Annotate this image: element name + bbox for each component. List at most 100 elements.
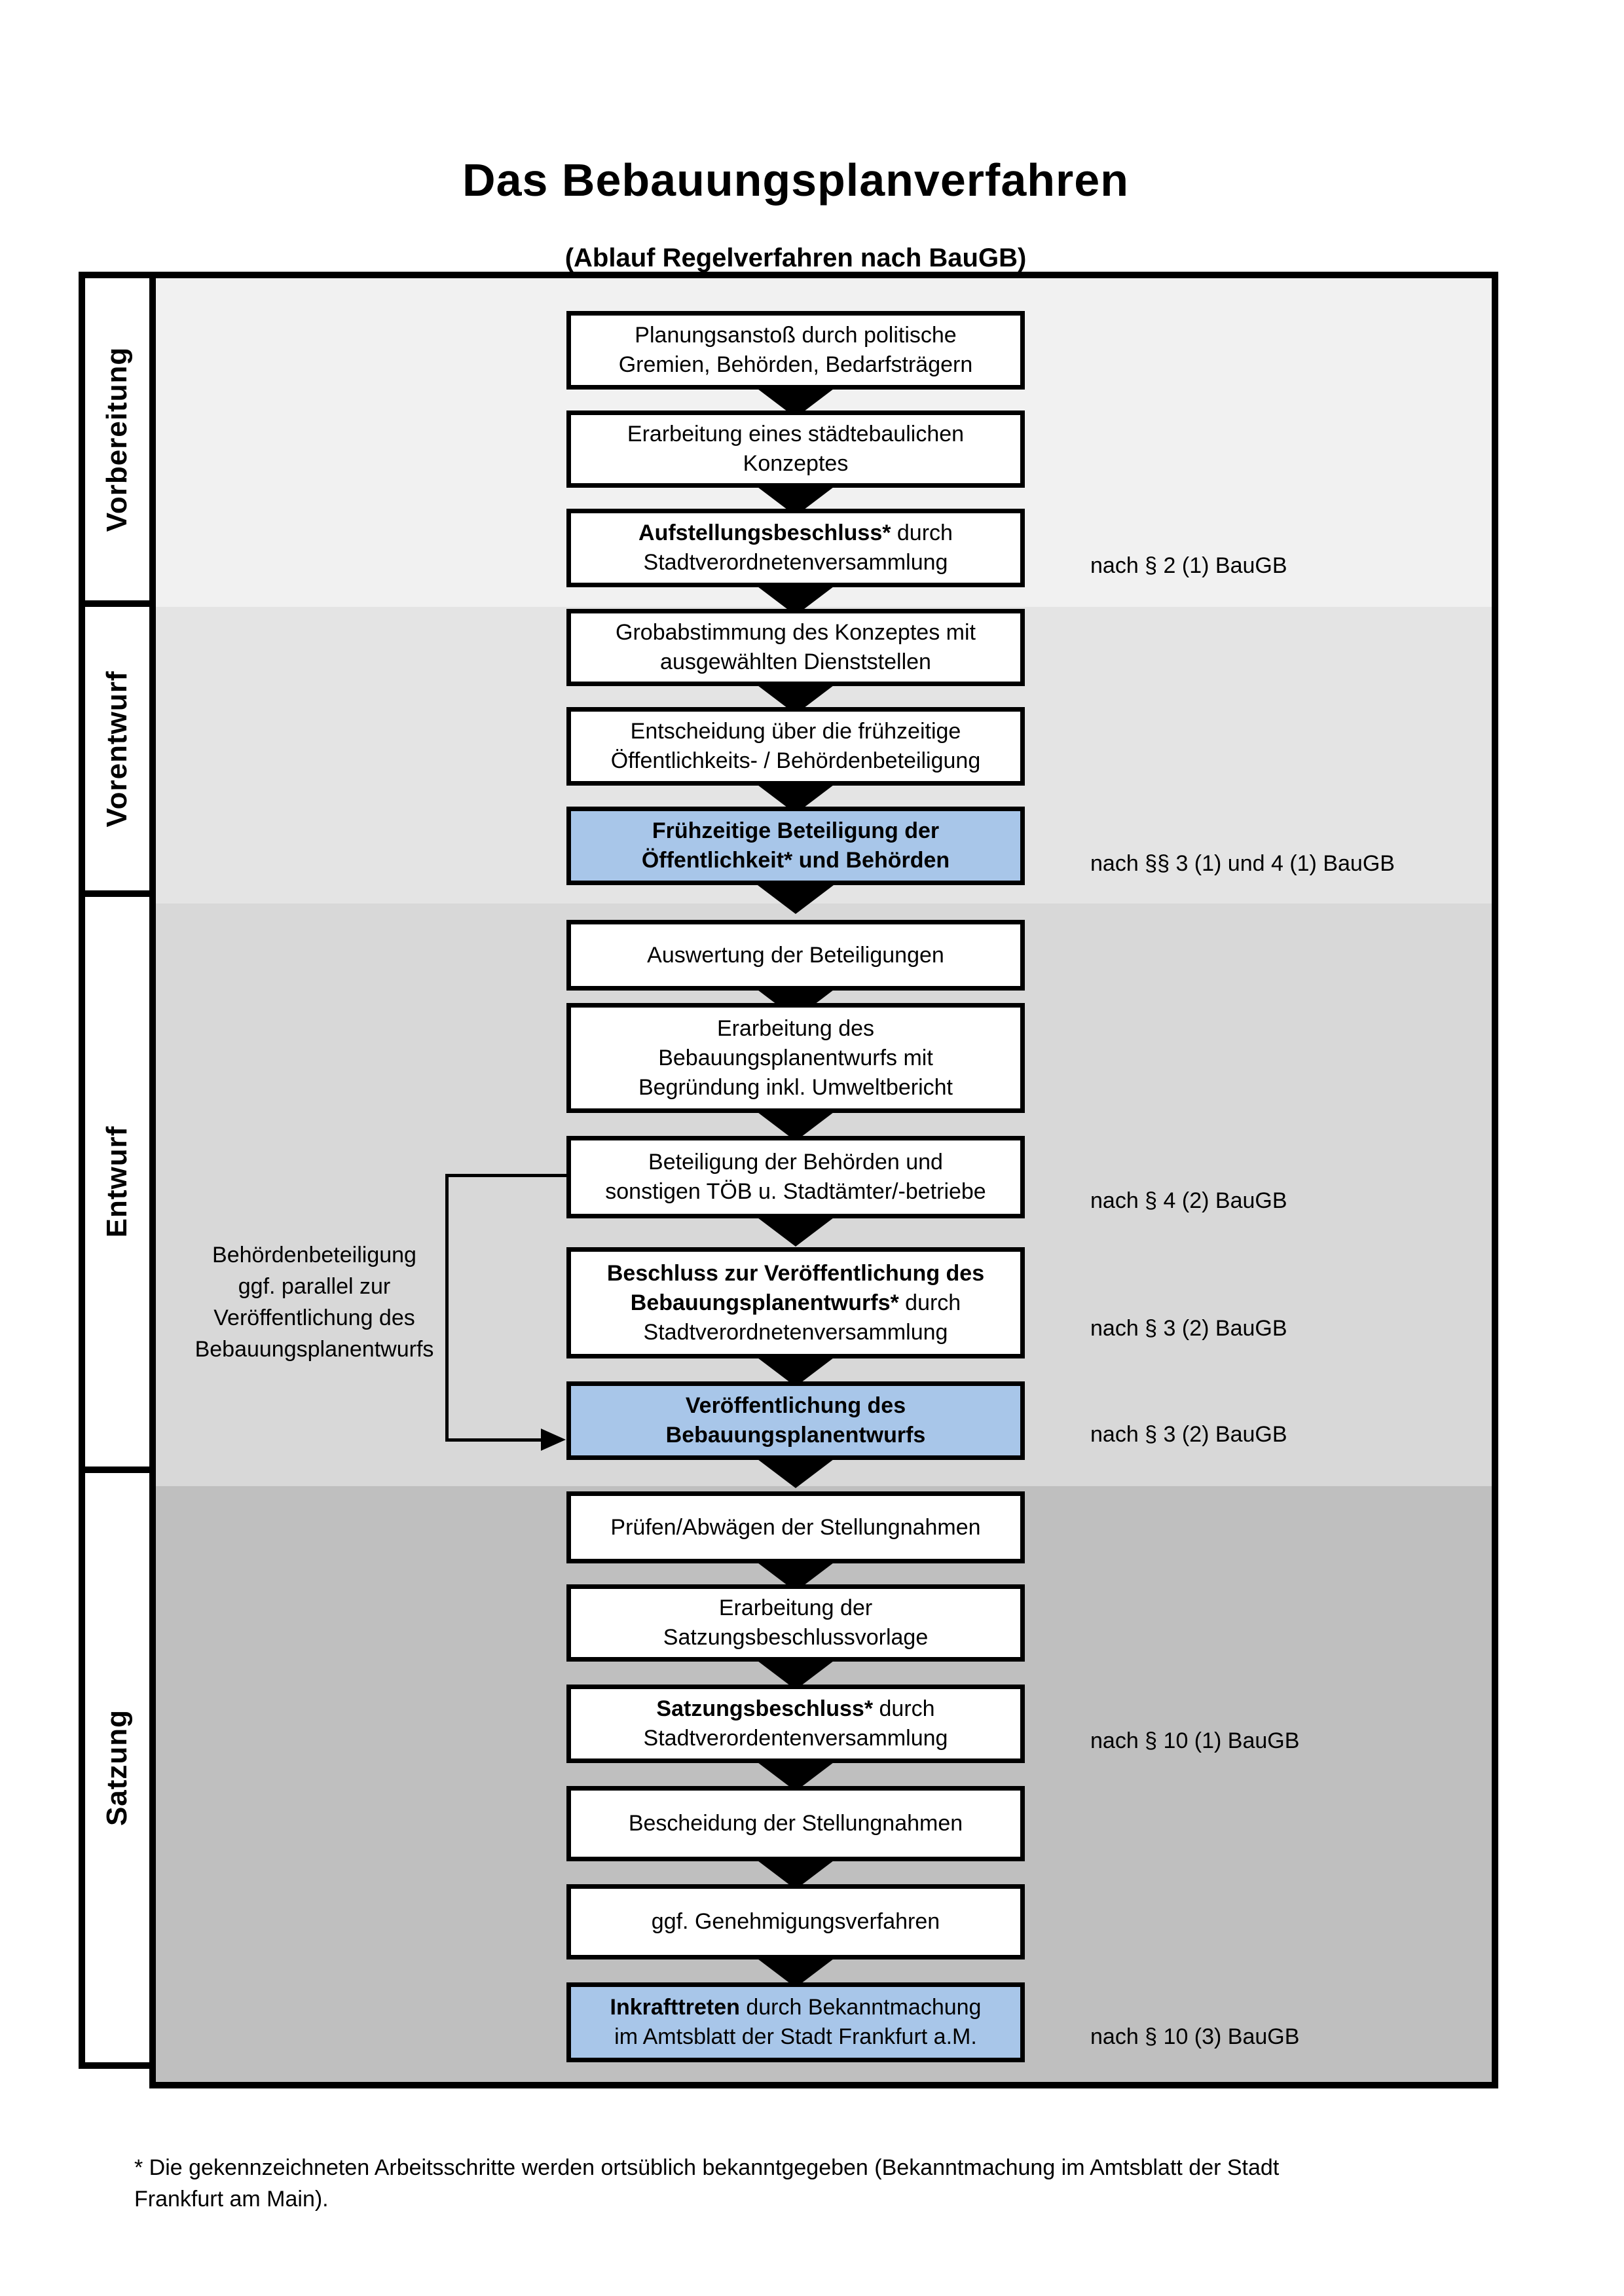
box-text-line: Beteiligung der Behörden und <box>648 1148 943 1177</box>
box-text-line: Stadtverordentenversammlung <box>644 1724 948 1753</box>
box-text-line: Begründung inkl. Umweltbericht <box>638 1073 953 1102</box>
parallel-note-line: Behördenbeteiligung <box>212 1243 416 1267</box>
flow-box-planungsanstoss: Planungsanstoß durch politische Gremien,… <box>566 311 1025 390</box>
box-text-bold: Satzungsbeschluss* <box>656 1696 874 1721</box>
box-text-line: Entscheidung über die frühzeitige <box>631 717 961 746</box>
flow-arrow-down-icon <box>755 1457 836 1488</box>
box-text-bold: Öffentlichkeit* und Behörden <box>641 848 950 873</box>
box-text-line: Konzeptes <box>743 449 849 479</box>
box-text-line: Öffentlichkeit* und Behörden <box>642 846 950 875</box>
box-text-line: Satzungsbeschlussvorlage <box>663 1623 928 1652</box>
flow-box-erarbeitung-bebauungsplanentwurf: Erarbeitung des Bebauungsplanentwurfs mi… <box>566 1003 1025 1113</box>
box-text: Bebauungsplanentwurfs mit <box>658 1045 933 1070</box>
diagram-frame: Vorbereitung Vorentwurf Entwurf Satzung <box>79 272 1498 2088</box>
phase-cell-satzung: Satzung <box>79 1467 156 2069</box>
box-text: durch <box>873 1696 935 1721</box>
parallel-note-line: Veröffentlichung des <box>213 1305 415 1330</box>
box-text: Stadtverordentenversammlung <box>643 1726 948 1751</box>
footnote-line: Frankfurt am Main). <box>134 2187 329 2212</box>
box-text: Entscheidung über die frühzeitige <box>630 719 961 744</box>
connector-arrow-right-icon <box>541 1429 566 1451</box>
phase-cell-vorbereitung: Vorbereitung <box>79 272 156 607</box>
box-text: Auswertung der Beteiligungen <box>647 942 944 968</box>
box-text: Stadtverordnetenversammlung <box>643 1319 948 1345</box>
flow-box-inkrafttreten-highlight: Inkrafttreten durch Bekanntmachung im Am… <box>566 1982 1025 2062</box>
flow-box-veroeffentlichung-highlight: Veröffentlichung des Bebauungsplanentwur… <box>566 1381 1025 1460</box>
legal-ref-annotation: nach § 10 (1) BauGB <box>1090 1728 1300 1753</box>
footnote: * Die gekennzeichneten Arbeitsschritte w… <box>134 2152 1536 2215</box>
flow-arrow-down-icon <box>755 883 836 914</box>
box-text-line: Auswertung der Beteiligungen <box>647 941 944 970</box>
phase-label-vorbereitung: Vorbereitung <box>101 346 133 532</box>
box-text: Erarbeitung der <box>718 1595 873 1620</box>
flow-box-beteiligung-behoerden-toeb: Beteiligung der Behörden und sonstigen T… <box>566 1136 1025 1218</box>
box-text-line: Inkrafttreten durch Bekanntmachung <box>610 1993 982 2022</box>
box-text-line: Grobabstimmung des Konzeptes mit <box>616 618 976 647</box>
box-text-line: ggf. Genehmigungsverfahren <box>652 1907 940 1937</box>
flow-box-satzungsbeschluss: Satzungsbeschluss* durch Stadtverordente… <box>566 1685 1025 1763</box>
connector-line-bottom <box>445 1438 544 1442</box>
flow-box-satzungsbeschlussvorlage: Erarbeitung der Satzungsbeschlussvorlage <box>566 1584 1025 1662</box>
flow-box-bescheidung-stellungnahmen: Bescheidung der Stellungnahmen <box>566 1786 1025 1861</box>
box-text: durch <box>891 520 953 545</box>
box-text: Stadtverordnetenversammlung <box>643 550 948 575</box>
box-text: Planungsanstoß durch politische <box>635 323 957 348</box>
flow-box-fruehzeitige-beteiligung-highlight: Frühzeitige Beteiligung der Öffentlichke… <box>566 807 1025 885</box>
legal-ref-annotation: nach §§ 3 (1) und 4 (1) BauGB <box>1090 851 1395 876</box>
phase-label-vorentwurf: Vorentwurf <box>101 670 133 827</box>
box-text-line: Bebauungsplanentwurfs* durch <box>631 1288 961 1318</box>
phase-label-satzung: Satzung <box>101 1709 133 1827</box>
flow-box-grobabstimmung: Grobabstimmung des Konzeptes mit ausgewä… <box>566 609 1025 686</box>
box-text: im Amtsblatt der Stadt Frankfurt a.M. <box>614 2024 977 2049</box>
legal-ref-annotation: nach § 3 (2) BauGB <box>1090 1316 1287 1341</box>
phase-cell-entwurf: Entwurf <box>79 890 156 1473</box>
box-text: Satzungsbeschlussvorlage <box>663 1625 929 1650</box>
box-text-line: ausgewählten Dienststellen <box>660 647 931 677</box>
flow-box-beschluss-veroeffentlichung: Beschluss zur Veröffentlichung des Bebau… <box>566 1247 1025 1358</box>
box-text-line: Erarbeitung des <box>717 1014 874 1044</box>
legal-ref-annotation: nach § 10 (3) BauGB <box>1090 2024 1300 2049</box>
phase-label-column: Vorbereitung Vorentwurf Entwurf Satzung <box>79 272 156 2088</box>
box-text-bold: Frühzeitige Beteiligung der <box>652 818 940 843</box>
box-text-line: im Amtsblatt der Stadt Frankfurt a.M. <box>614 2022 977 2052</box>
box-text: durch Bekanntmachung <box>739 1995 982 2020</box>
page-title: Das Bebauungsplanverfahren <box>462 155 1129 206</box>
box-text-line: Veröffentlichung des <box>686 1391 906 1421</box>
box-text-bold: Veröffentlichung des <box>685 1393 906 1418</box>
box-text-line: Stadtverordnetenversammlung <box>644 548 948 577</box>
box-text-bold: Aufstellungsbeschluss* <box>638 520 891 545</box>
parallel-note-line: Bebauungsplanentwurfs <box>194 1337 434 1362</box>
parallel-note-line: ggf. parallel zur <box>238 1274 391 1299</box>
flow-box-pruefen-abwaegen-stellungnahmen: Prüfen/Abwägen der Stellungnahmen <box>566 1491 1025 1563</box>
flow-arrow-down-icon <box>755 1216 836 1247</box>
box-text-line: Erarbeitung eines städtebaulichen <box>627 420 964 449</box>
box-text-line: Öffentlichkeits- / Behördenbeteiligung <box>611 746 981 776</box>
box-text-line: Erarbeitung der <box>719 1594 872 1623</box>
box-text-line: Satzungsbeschluss* durch <box>656 1694 934 1724</box>
box-text: Prüfen/Abwägen der Stellungnahmen <box>610 1514 981 1540</box>
flow-box-staedtebauliches-konzept: Erarbeitung eines städtebaulichen Konzep… <box>566 410 1025 488</box>
box-text: Begründung inkl. Umweltbericht <box>638 1074 953 1100</box>
box-text: Erarbeitung des <box>716 1015 875 1041</box>
box-text-line: Prüfen/Abwägen der Stellungnahmen <box>610 1513 980 1542</box>
flow-box-entscheidung-fruehzeitige-beteiligung: Entscheidung über die frühzeitige Öffent… <box>566 707 1025 786</box>
box-text: Öffentlichkeits- / Behördenbeteiligung <box>610 748 981 773</box>
box-text-bold: Beschluss zur Veröffentlichung des <box>606 1260 985 1286</box>
box-text: ausgewählten Dienststellen <box>660 649 931 674</box>
connector-line-top <box>445 1174 568 1177</box>
box-text-line: Bescheidung der Stellungnahmen <box>629 1809 963 1838</box>
box-text-bold: Bebauungsplanentwurfs <box>665 1423 926 1448</box>
box-text: Bescheidung der Stellungnahmen <box>628 1811 963 1836</box>
flow-box-genehmigungsverfahren: ggf. Genehmigungsverfahren <box>566 1884 1025 1959</box>
phase-cell-vorentwurf: Vorentwurf <box>79 600 156 897</box>
box-text-line: Planungsanstoß durch politische <box>635 321 956 350</box>
legal-ref-annotation: nach § 4 (2) BauGB <box>1090 1188 1287 1213</box>
box-text-line: Aufstellungsbeschluss* durch <box>638 519 953 548</box>
legal-ref-annotation: nach § 2 (1) BauGB <box>1090 553 1287 578</box>
box-text-bold: Bebauungsplanentwurfs* <box>630 1290 899 1315</box>
box-text-line: Gremien, Behörden, Bedarfsträgern <box>619 350 973 380</box>
parallel-note: Behördenbeteiligung ggf. parallel zur Ve… <box>190 1239 439 1365</box>
box-text: Konzeptes <box>743 451 849 476</box>
page-subtitle: (Ablauf Regelverfahren nach BauGB) <box>564 244 1027 272</box>
